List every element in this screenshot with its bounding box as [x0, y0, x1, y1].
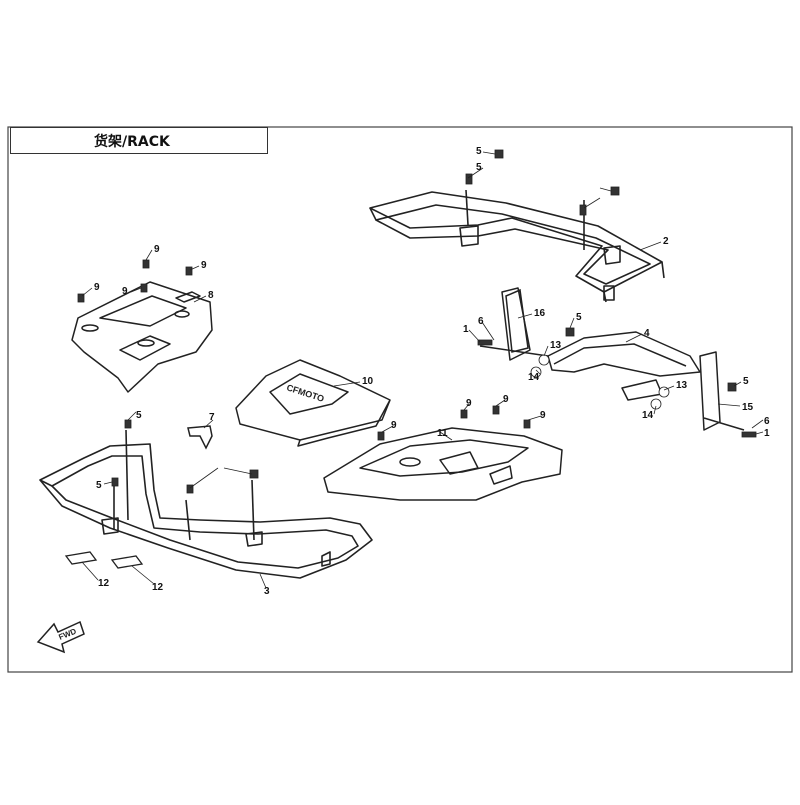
callout-label: 15 [742, 402, 754, 413]
title-box [10, 127, 268, 154]
callout-label: 10 [362, 376, 374, 387]
callout-label: 5 [476, 162, 482, 173]
bolt-5-h [111, 477, 119, 487]
bolt-1-b [741, 431, 757, 438]
callout-label: 9 [466, 398, 472, 409]
bolt-9-d [77, 293, 85, 303]
callout-label: 6 [764, 416, 770, 427]
callout-label: 16 [534, 308, 546, 319]
callout-label: 9 [154, 244, 160, 255]
part-2-rear-rack-frame [369, 189, 665, 303]
bolt-9-e [460, 409, 468, 419]
brand-mark: CFMOTO [285, 382, 325, 404]
callout-label: 12 [152, 582, 164, 593]
callout-label: 5 [476, 146, 482, 157]
callout-label: 4 [644, 328, 650, 339]
part-12-pads [64, 551, 144, 569]
bolt-5-j [249, 469, 259, 479]
leader-lines [81, 151, 764, 589]
bolt-5-c [610, 186, 620, 196]
bolt-9-h [377, 431, 385, 441]
bolt-5-e [565, 327, 575, 337]
fasteners [77, 149, 757, 494]
bolt-5-i [186, 484, 194, 494]
callout-label: 9 [540, 410, 546, 421]
bolt-5-d [579, 204, 587, 216]
callout-label: 9 [94, 282, 100, 293]
bolt-5-f [727, 382, 737, 392]
callout-label: 12 [98, 578, 110, 589]
callout-label: 5 [136, 410, 142, 421]
callout-label: 11 [437, 428, 448, 439]
callout-label: 3 [264, 586, 270, 597]
bushing-14-b [650, 398, 662, 410]
callout-label: 13 [676, 380, 688, 391]
bolt-5-g [124, 419, 132, 429]
callout-label: 14 [642, 410, 654, 421]
part-10-center-cover [235, 359, 391, 447]
fwd-arrow-icon: FWD [36, 620, 85, 654]
bushing-14-a [530, 366, 542, 378]
callout-label: 13 [550, 340, 562, 351]
part-7-bracket [187, 425, 213, 450]
bolt-9-c [140, 283, 148, 293]
bolt-9-b [185, 266, 193, 276]
callout-label: 5 [96, 480, 102, 491]
callout-label: 7 [209, 412, 215, 423]
part-16-plate [505, 288, 529, 353]
callout-label: 6 [478, 316, 484, 327]
callout-label: 9 [122, 286, 128, 297]
bushing-13-a [538, 354, 550, 366]
sheet-border [7, 126, 793, 673]
bolt-1-a [477, 339, 493, 346]
callout-label: 9 [201, 260, 207, 271]
callout-label: 9 [391, 420, 397, 431]
diagram-title: 货架/RACK [94, 134, 170, 150]
callout-label: 2 [663, 236, 669, 247]
bolt-5-b [465, 173, 473, 185]
bolt-9-g [523, 419, 531, 429]
bushing-13-b [658, 386, 670, 398]
callout-label: 1 [463, 324, 469, 335]
part-3-front-rack-frame [39, 429, 373, 579]
part-8-front-rack-cover [71, 281, 213, 393]
callout-label: 5 [576, 312, 582, 323]
callout-label: 1 [764, 428, 770, 439]
bolt-5-a [494, 149, 504, 159]
callout-labels: 5 5 2 9 9 9 9 8 16 5 1 6 4 13 14 10 5 13… [94, 146, 770, 597]
bolt-9-a [142, 259, 150, 269]
callout-label: 8 [208, 290, 214, 301]
callout-label: 9 [503, 394, 509, 405]
part-11-rear-cover [323, 427, 563, 501]
part-4-rear-bracket [479, 287, 745, 431]
callout-label: 5 [743, 376, 749, 387]
callout-label: 14 [528, 372, 540, 383]
bolt-9-f [492, 405, 500, 415]
